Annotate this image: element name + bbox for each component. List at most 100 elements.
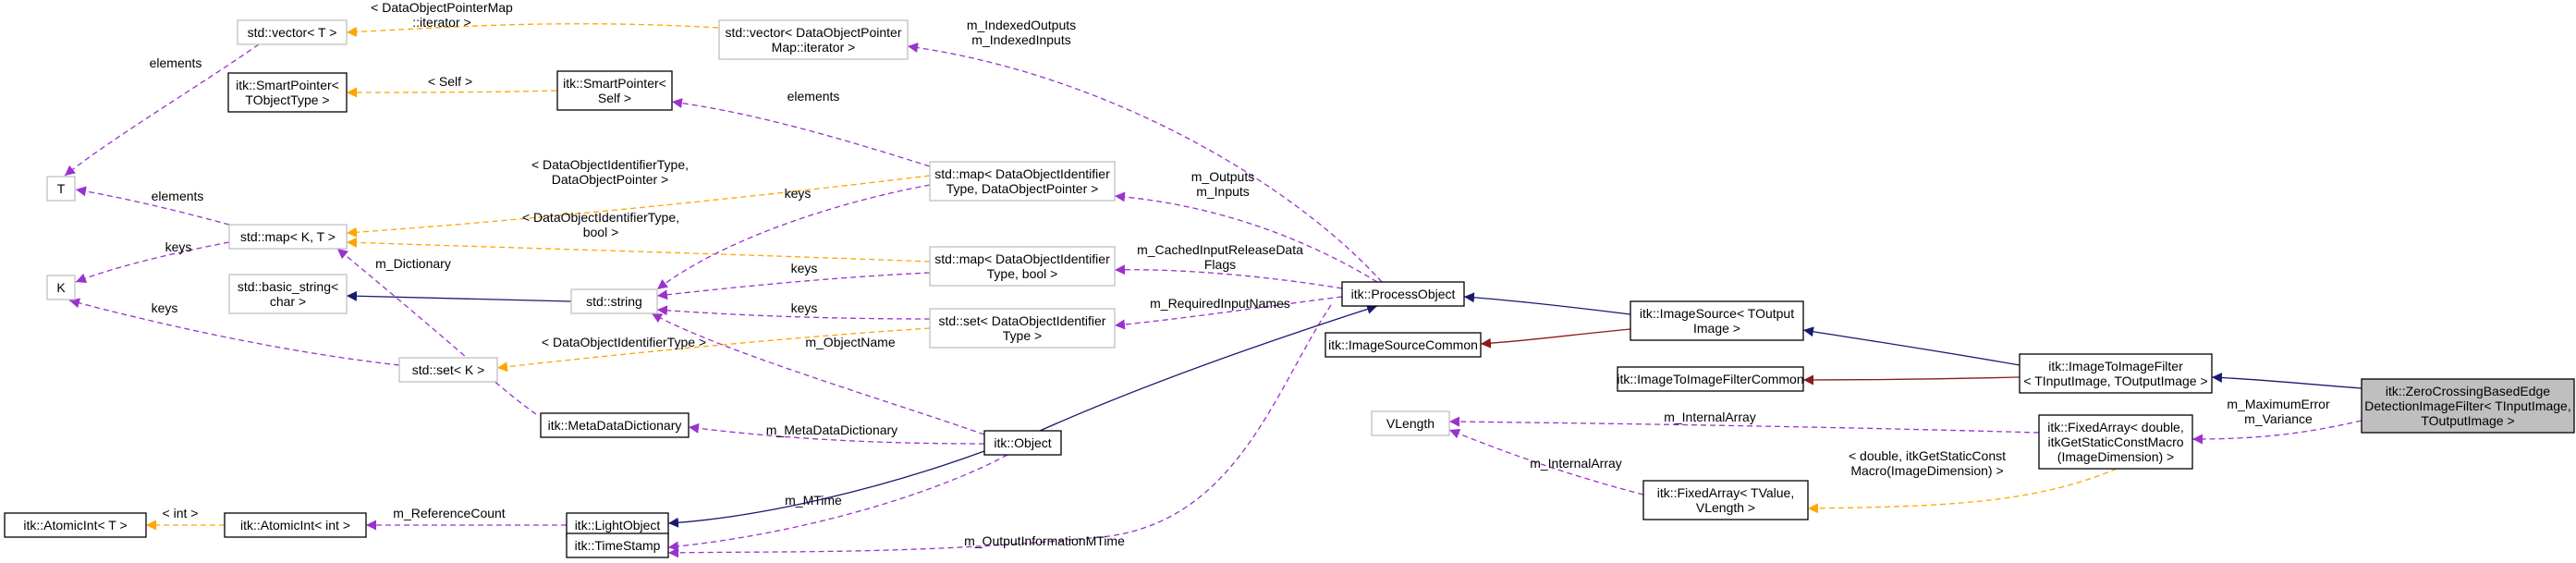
- edge-label: m_IndexedInputs: [971, 32, 1070, 47]
- node-map-doi-bool[interactable]: std::map< DataObjectIdentifierType, bool…: [929, 246, 1116, 287]
- node-basic-string[interactable]: std::basic_string<char >: [228, 274, 348, 314]
- nodes-layer: std::vector< T > std::vector< DataObjectP…: [4, 19, 2575, 558]
- edge-line: [671, 98, 931, 167]
- edge-required-inputs: m_RequiredInputNames: [1114, 296, 1343, 330]
- edge-label: m_CachedInputReleaseData: [1137, 242, 1303, 257]
- node-zero-crossing[interactable]: itk::ZeroCrossingBasedEdgeDetectionImage…: [2361, 378, 2575, 434]
- edge-map-bool-keys: keys: [656, 261, 931, 300]
- node-box: [1617, 366, 1804, 392]
- node-label: std::basic_string<: [238, 279, 338, 294]
- node-box: [929, 246, 1116, 287]
- node-fixedarray-tvalue[interactable]: itk::FixedArray< TValue,VLength >: [1642, 480, 1809, 520]
- node-label: std::set< K >: [412, 362, 485, 377]
- edge-label: elements: [150, 55, 202, 70]
- node-label: T: [57, 181, 66, 196]
- edge-output-info-mtime: m_OutputInformationMTime: [667, 304, 1332, 558]
- node-ittif-common[interactable]: itk::ImageToImageFilterCommon: [1617, 366, 1804, 392]
- node-box: [2038, 414, 2193, 470]
- node-string[interactable]: std::string: [570, 288, 658, 314]
- edge-line: [2211, 372, 2362, 389]
- edge-line: [64, 43, 260, 177]
- node-smartptr-TObjectType[interactable]: itk::SmartPointer<TObjectType >: [227, 72, 348, 113]
- node-label: itk::AtomicInt< int >: [240, 518, 350, 532]
- node-smartptr-Self[interactable]: itk::SmartPointer<Self >: [556, 70, 673, 111]
- node-image-source[interactable]: itk::ImageSource< TOutputImage >: [1630, 300, 1804, 341]
- node-label: itk::FixedArray< TValue,: [1657, 485, 1794, 500]
- edge-map-bool-to-mapKT: < DataObjectIdentifierType,bool >: [346, 210, 931, 263]
- edge-object-name: m_ObjectName: [651, 312, 985, 435]
- node-process-object[interactable]: itk::ProcessObject: [1341, 281, 1465, 307]
- edge-metadata-dictionary: m_MetaDataDictionary: [688, 422, 985, 445]
- edge-label: keys: [791, 261, 818, 275]
- node-K[interactable]: K: [46, 275, 76, 300]
- node-label: itk::ImageSourceCommon: [1328, 337, 1478, 352]
- node-box: [983, 430, 1062, 456]
- node-set-doi[interactable]: std::set< DataObjectIdentifierType >: [929, 308, 1116, 349]
- node-vector-map-iter[interactable]: std::vector< DataObjectPointerMap::itera…: [718, 19, 909, 60]
- edge-line: [336, 248, 537, 415]
- node-object[interactable]: itk::Object: [983, 430, 1062, 456]
- node-box: [4, 512, 147, 538]
- node-ittif[interactable]: itk::ImageToImageFilter< TInputImage, TO…: [2019, 353, 2213, 394]
- edge-line: [75, 241, 230, 284]
- node-label: Map::iterator >: [772, 40, 856, 55]
- node-label: TObjectType >: [245, 92, 329, 107]
- node-label: Self >: [598, 91, 631, 105]
- node-label: std::map< DataObjectIdentifier: [934, 166, 1110, 181]
- edge-label: m_MetaDataDictionary: [766, 422, 897, 437]
- node-box: [929, 308, 1116, 349]
- node-map-KT[interactable]: std::map< K, T >: [228, 224, 348, 250]
- edge-line: [667, 450, 985, 528]
- edge-m-dictionary: m_Dictionary: [336, 248, 537, 415]
- edge-line: [346, 175, 931, 238]
- edge-mapKT-keys: keys: [75, 239, 230, 284]
- node-vector-T[interactable]: std::vector< T >: [237, 19, 348, 45]
- edge-label: < DataObjectPointerMap: [371, 0, 513, 15]
- edge-reference-count: m_ReferenceCount: [366, 506, 567, 531]
- node-set-K[interactable]: std::set< K >: [398, 357, 498, 383]
- node-box: [228, 274, 348, 314]
- edge-internal-array-1: m_InternalArray: [1448, 410, 2040, 434]
- edge-label: < DataObjectIdentifierType,: [531, 157, 689, 172]
- edge-priv-source-common: [1480, 328, 1631, 349]
- edge-line: [346, 290, 572, 302]
- node-T[interactable]: T: [46, 176, 76, 202]
- edge-atomic-to-atomic: < int >: [146, 506, 225, 531]
- edge-inh-object-light: [667, 450, 985, 528]
- node-box: [540, 412, 690, 438]
- edge-label: m_Outputs: [1191, 169, 1254, 184]
- node-box: [398, 357, 498, 383]
- node-fixedarray-double[interactable]: itk::FixedArray< double,itkGetStaticCons…: [2038, 414, 2193, 470]
- edge-label: m_Inputs: [1196, 184, 1250, 199]
- node-label: itk::ImageSource< TOutput: [1640, 306, 1794, 321]
- edge-line: [68, 298, 400, 366]
- edge-label: Flags: [1204, 257, 1236, 272]
- edge-label: DataObjectPointer >: [552, 172, 668, 187]
- node-image-source-common[interactable]: itk::ImageSourceCommon: [1325, 332, 1482, 358]
- edge-label: < double, itkGetStaticConst: [1849, 448, 2006, 463]
- node-box: [1341, 281, 1465, 307]
- node-map-doi-dop[interactable]: std::map< DataObjectIdentifierType, Data…: [929, 161, 1116, 202]
- node-atomicint-int[interactable]: itk::AtomicInt< int >: [224, 512, 367, 538]
- edge-line: [496, 327, 931, 373]
- edge-label: < Self >: [428, 74, 472, 89]
- edge-line: [688, 422, 985, 445]
- node-box: [718, 19, 909, 60]
- node-label: itk::ImageToImageFilterCommon: [1617, 372, 1803, 386]
- edge-line: [656, 272, 931, 300]
- node-metadata-dict[interactable]: itk::MetaDataDictionary: [540, 412, 690, 438]
- node-label: char >: [270, 294, 306, 309]
- edge-line: [1802, 326, 2021, 366]
- node-atomicint-T[interactable]: itk::AtomicInt< T >: [4, 512, 147, 538]
- edge-label: keys: [785, 186, 812, 201]
- node-vlength[interactable]: VLength: [1371, 410, 1450, 436]
- node-label: Image >: [1693, 321, 1740, 336]
- edge-priv-ittif-common: [1802, 374, 2021, 386]
- edge-map-dop-keys: keys: [656, 184, 931, 290]
- node-timestamp[interactable]: itk::TimeStamp: [566, 532, 669, 558]
- edge-label: elements: [152, 189, 204, 203]
- edge-mtime: m_MTime: [667, 454, 1008, 552]
- node-box: [566, 532, 669, 558]
- node-label: (ImageDimension) >: [2057, 449, 2174, 464]
